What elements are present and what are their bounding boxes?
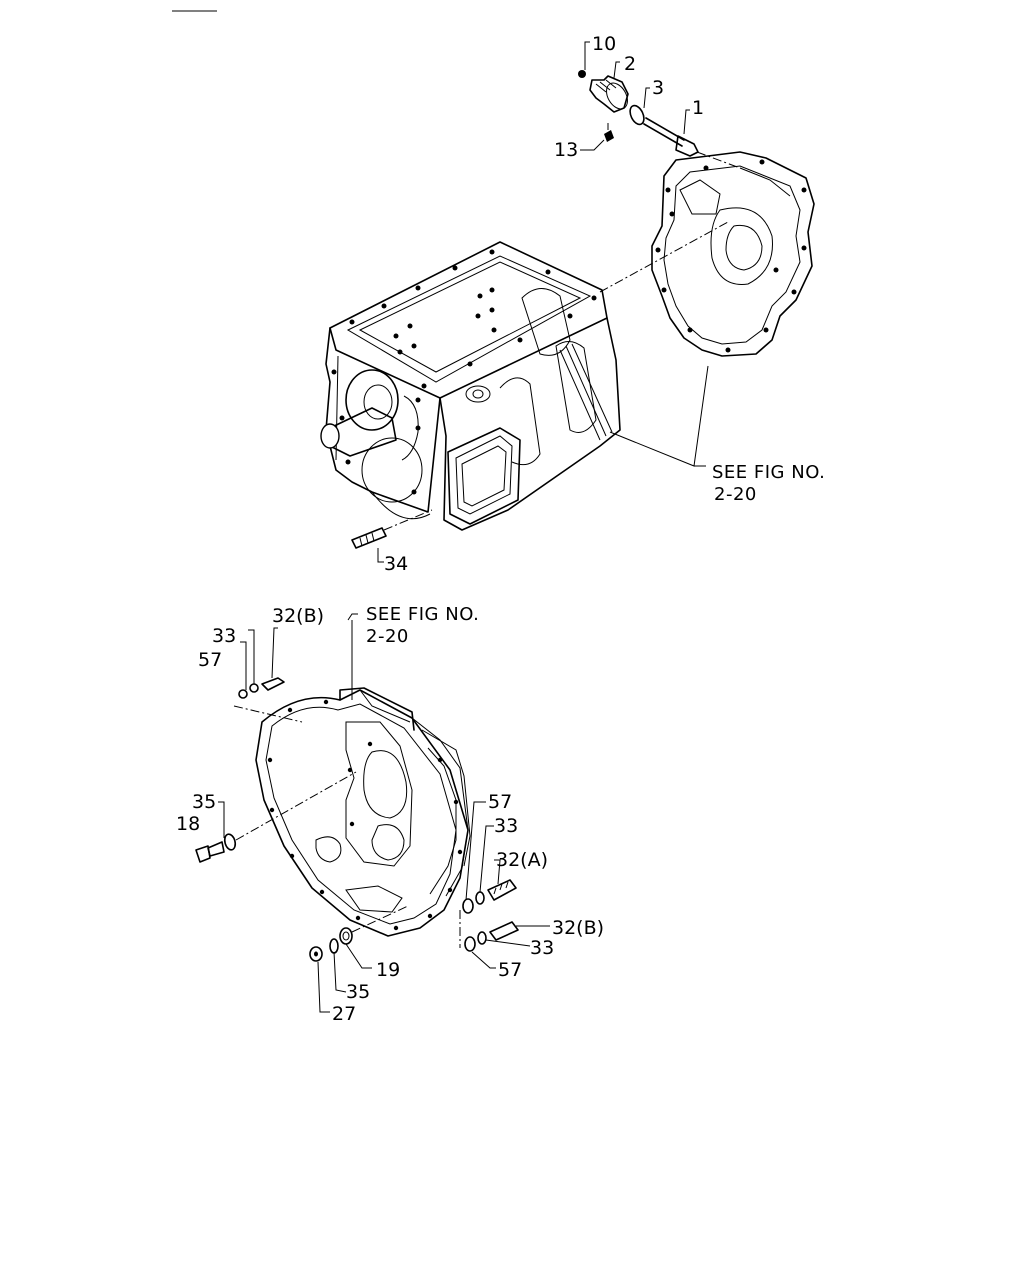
bottom-leaders	[218, 613, 550, 1013]
see-fig-bottom-line2: 2-20	[366, 626, 409, 647]
part-label-3: 3	[652, 77, 664, 99]
part-label-33-top: 33	[212, 625, 236, 647]
flywheel-housing	[255, 687, 471, 937]
leader-top-ref	[609, 365, 709, 467]
part-label-32b-right: 32(B)	[552, 917, 604, 939]
part-label-19: 19	[376, 959, 400, 981]
part-label-57-top: 57	[198, 649, 222, 671]
clutch-housing-top	[599, 151, 815, 357]
part-label-27: 27	[332, 1003, 356, 1025]
part-label-13: 13	[554, 139, 578, 161]
see-fig-top-line2: 2-20	[714, 484, 757, 505]
part-label-57-low: 57	[498, 959, 522, 981]
see-fig-bottom-line1: SEE FIG NO.	[366, 604, 479, 625]
transmission-case	[320, 241, 621, 549]
part-label-33-low: 33	[530, 937, 554, 959]
part-label-1: 1	[692, 97, 704, 119]
part-label-35-low: 35	[346, 981, 370, 1003]
part-label-33-right: 33	[494, 815, 518, 837]
part-label-2: 2	[624, 53, 636, 75]
bottom-fasteners	[195, 677, 519, 962]
part-label-18: 18	[176, 813, 200, 835]
top-leaders	[377, 41, 690, 563]
part-label-34: 34	[384, 553, 408, 575]
part-label-57-right: 57	[488, 791, 512, 813]
part-label-32a: 32(A)	[496, 849, 548, 871]
see-fig-top-line1: SEE FIG NO.	[712, 462, 825, 483]
part-label-32b-top: 32(B)	[272, 605, 324, 627]
part-label-10: 10	[592, 33, 616, 55]
part-label-35-left: 35	[192, 791, 216, 813]
speedometer-sleeve-assembly	[578, 70, 741, 169]
